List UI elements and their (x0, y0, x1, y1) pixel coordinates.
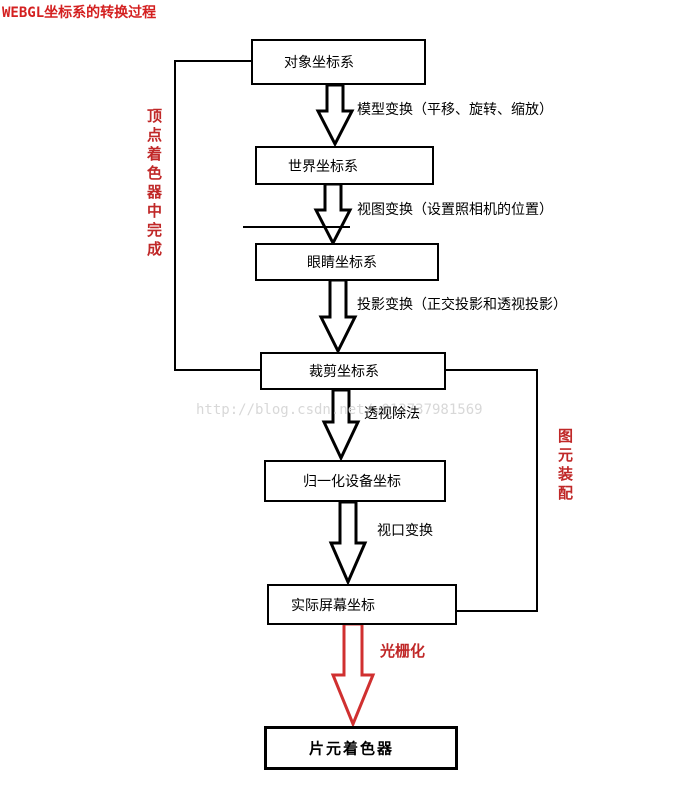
clip-coords-label: 裁剪坐标系 (309, 364, 379, 380)
fragment-shader-box: 片元着色器 (264, 726, 458, 770)
perspective-divide-arrow (321, 388, 361, 462)
ndc-coords-label: 归一化设备坐标 (303, 474, 401, 490)
primitive-assembly-bracket (445, 369, 538, 612)
eye-coords-label: 眼睛坐标系 (307, 255, 377, 271)
viewport-transform-label: 视口变换 (377, 523, 433, 539)
viewport-transform-arrow (328, 500, 368, 586)
clip-coords-box: 裁剪坐标系 (260, 352, 446, 390)
projection-transform-arrow (318, 278, 358, 355)
model-transform-label: 模型变换（平移、旋转、缩放） (357, 102, 553, 118)
fragment-shader-label: 片元着色器 (309, 739, 395, 758)
screen-coords-box: 实际屏幕坐标 (267, 584, 457, 625)
primitive-assembly-label: 图元装配 (556, 428, 574, 504)
rasterization-arrow (330, 622, 376, 728)
world-coords-label: 世界坐标系 (288, 158, 358, 175)
screen-coords-label: 实际屏幕坐标 (291, 597, 375, 614)
world-coords-box: 世界坐标系 (255, 146, 434, 185)
vertex-shader-label: 顶点着色器中完成 (145, 108, 163, 260)
model-transform-arrow (315, 83, 355, 148)
object-coords-box: 对象坐标系 (251, 39, 426, 85)
diagram-title: WEBGL坐标系的转换过程 (2, 5, 157, 21)
ndc-coords-box: 归一化设备坐标 (264, 460, 446, 502)
object-coords-label: 对象坐标系 (284, 55, 354, 71)
perspective-divide-label: 透视除法 (364, 406, 420, 422)
rasterization-label: 光栅化 (380, 642, 426, 660)
view-transform-arrow (313, 182, 353, 247)
projection-transform-label: 投影变换（正交投影和透视投影） (357, 297, 567, 313)
vertex-shader-bracket (174, 60, 262, 371)
eye-coords-box: 眼睛坐标系 (255, 243, 439, 281)
view-transform-label: 视图变换（设置照相机的位置） (357, 202, 553, 218)
watermark: http://blog.csdn.net/u013737981569 (196, 402, 483, 418)
